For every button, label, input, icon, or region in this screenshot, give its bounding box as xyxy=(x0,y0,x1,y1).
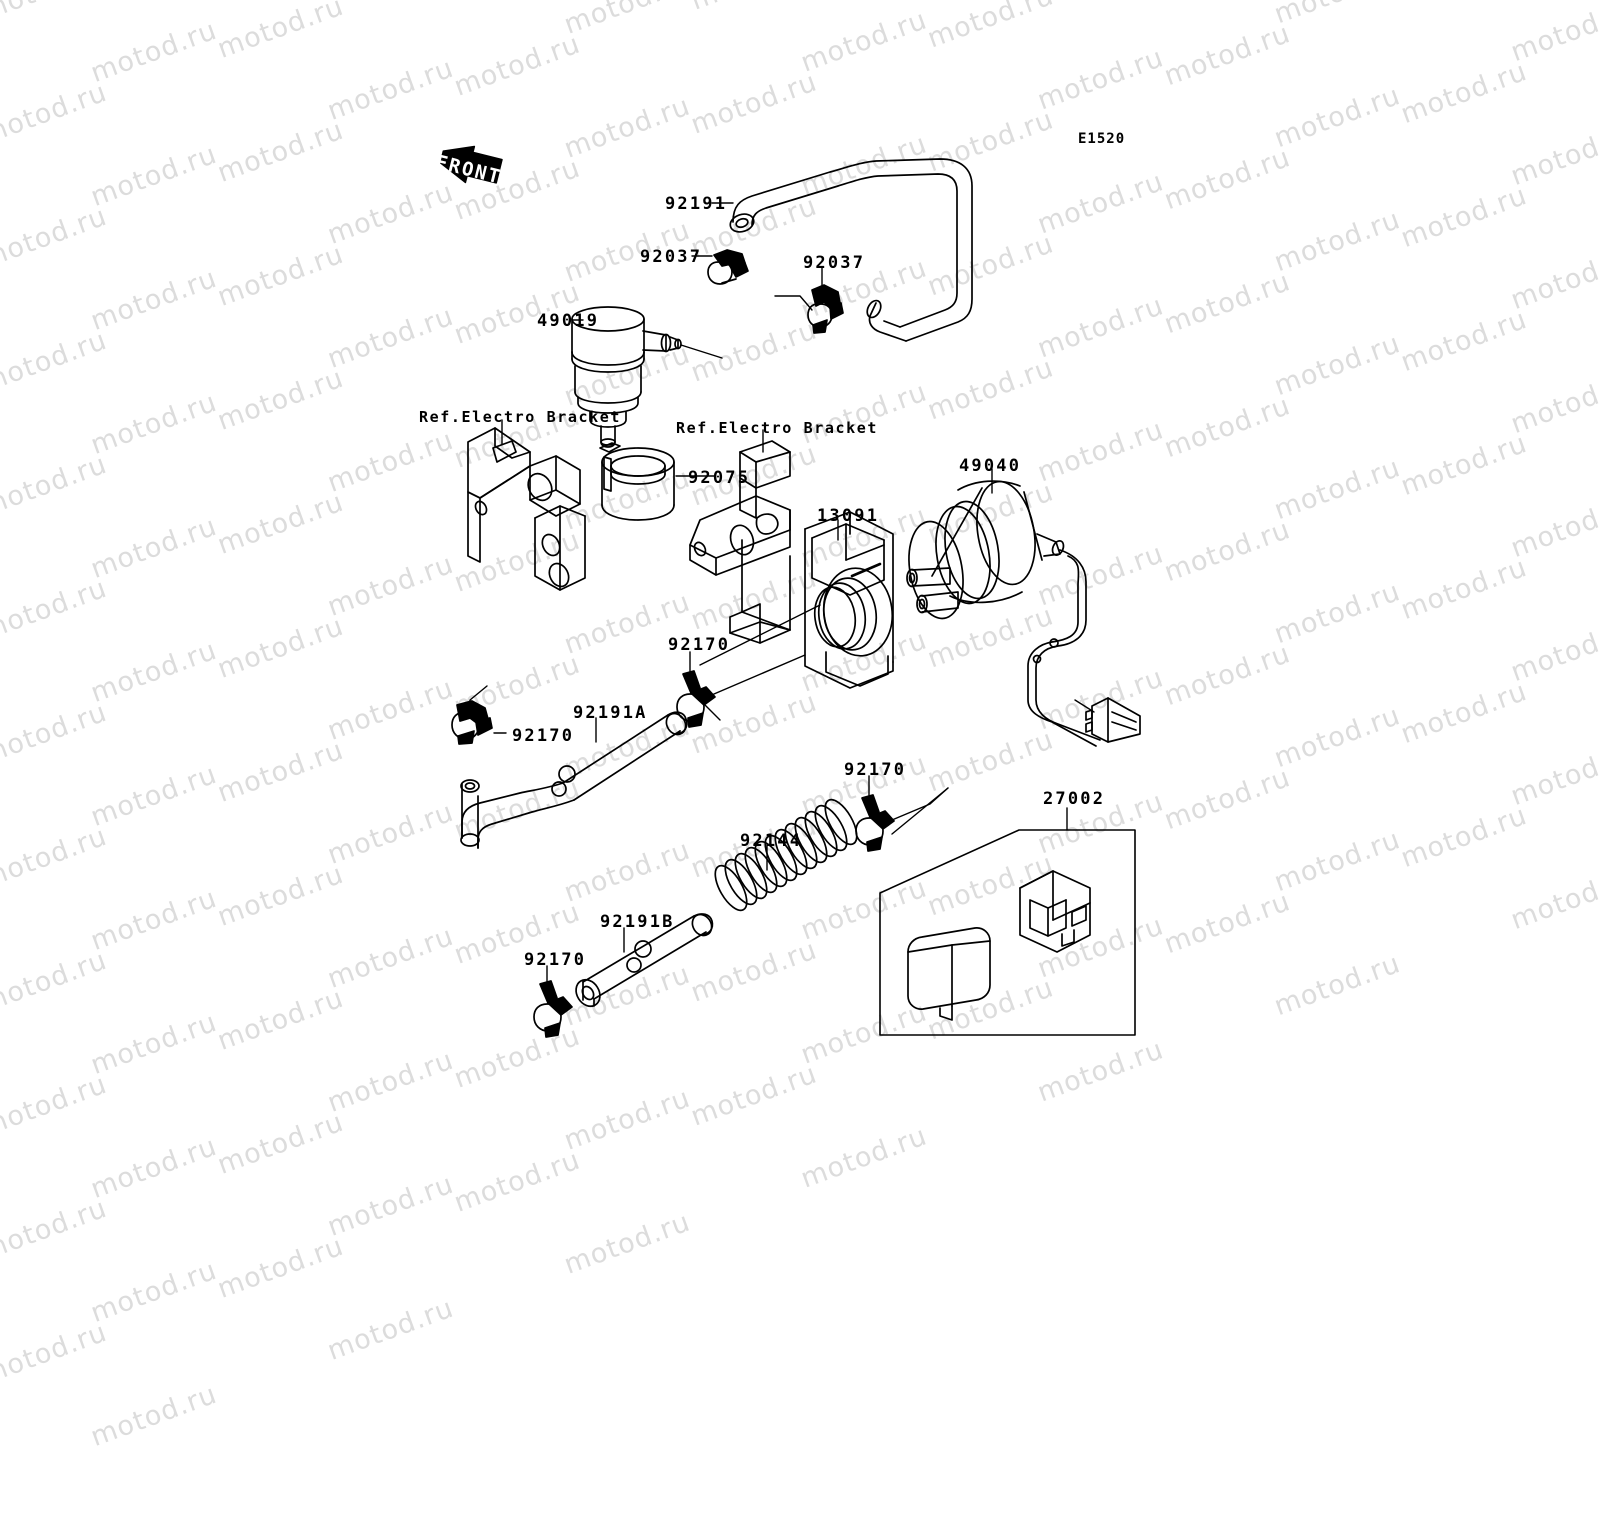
part-label-49019: 49019 xyxy=(537,311,600,331)
part-92075-damper xyxy=(599,442,715,521)
part-label-49040: 49040 xyxy=(959,456,1022,476)
part-label-92170-d: 92170 xyxy=(524,950,587,970)
part-27002-relay-set xyxy=(879,807,1136,1036)
part-92037-clamp-b xyxy=(774,267,844,334)
part-label-92144: 92144 xyxy=(740,831,803,851)
part-electro-bracket-right xyxy=(689,429,791,644)
part-49040-fuel-pump xyxy=(906,468,1141,747)
part-label-13091: 13091 xyxy=(817,506,880,526)
diagram-id-code: E1520 xyxy=(1078,131,1126,147)
part-92191-hose xyxy=(711,158,973,342)
part-label-92191A: 92191A xyxy=(573,703,648,723)
part-49019-fuel-filter xyxy=(571,306,723,448)
part-92170-clamp-b xyxy=(451,685,507,745)
part-92191B-hose xyxy=(575,913,714,1008)
part-label-92037-a: 92037 xyxy=(640,247,703,267)
part-label-92191: 92191 xyxy=(665,194,728,214)
part-92170-clamp-d xyxy=(533,965,573,1038)
part-92191A-hose xyxy=(460,711,688,849)
part-label-92075: 92075 xyxy=(688,468,751,488)
part-label-92170-c: 92170 xyxy=(844,760,907,780)
part-92170-clamp-a xyxy=(676,651,716,728)
ref-electro-bracket-right: Ref.Electro Bracket xyxy=(676,419,878,437)
part-label-27002: 27002 xyxy=(1043,789,1106,809)
ref-electro-bracket-left: Ref.Electro Bracket xyxy=(419,408,621,426)
part-label-92037-b: 92037 xyxy=(803,253,866,273)
part-92037-clamp-a xyxy=(691,249,749,285)
part-92170-clamp-c xyxy=(855,775,949,852)
part-label-92170-a: 92170 xyxy=(668,635,731,655)
diagram-artwork: FRONT xyxy=(439,145,1141,1038)
part-label-92191B: 92191B xyxy=(600,912,675,932)
label-layer: E1520 Ref.Electro Bracket Ref.Electro Br… xyxy=(419,131,1126,970)
part-label-92170-b: 92170 xyxy=(512,726,575,746)
part-92144-spring xyxy=(714,798,858,912)
part-electro-bracket-left xyxy=(467,419,586,591)
